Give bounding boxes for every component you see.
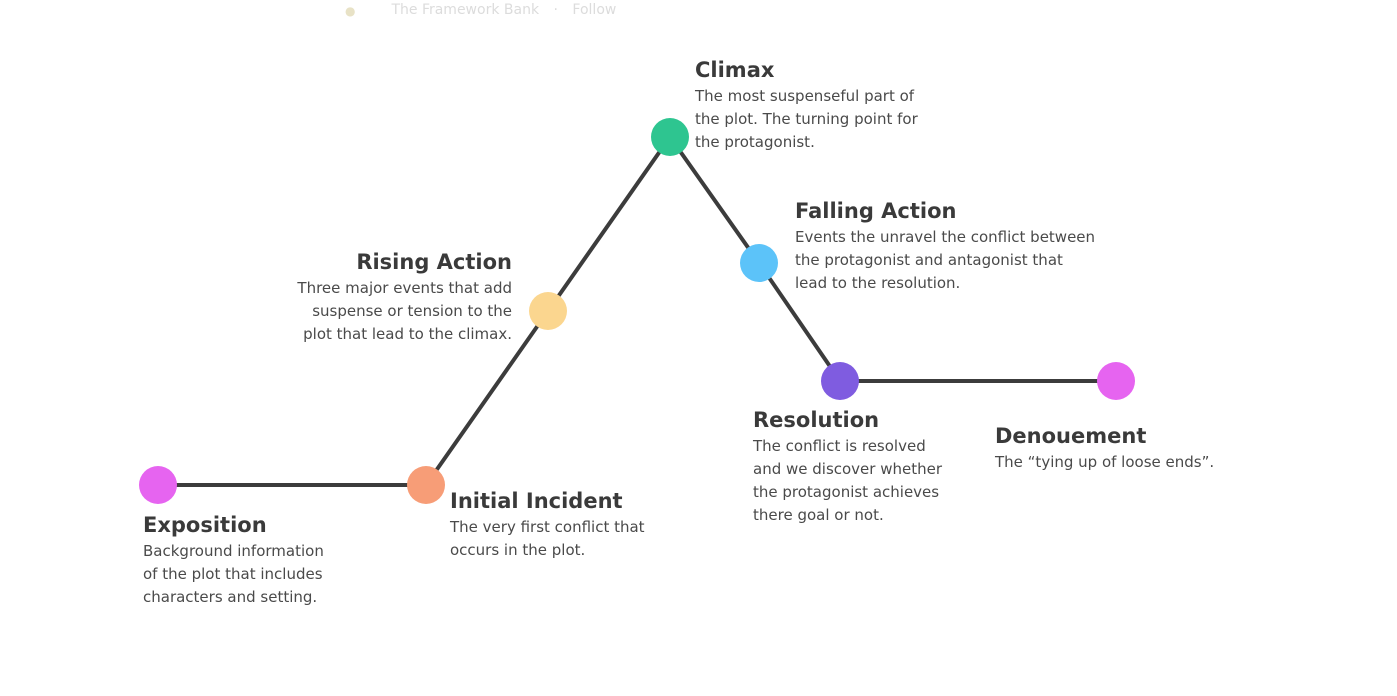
plot-nodes [139, 118, 1135, 504]
description-line: Events the unravel the conflict between [795, 228, 1096, 246]
description-line: the protagonist and antagonist that [795, 251, 1063, 269]
stage-title: Climax [695, 58, 775, 82]
description-line: there goal or not. [753, 506, 884, 524]
stage-denouement: Denouement The “tying up of loose ends”. [995, 423, 1255, 474]
stage-description: Three major events that add suspense or … [262, 277, 512, 346]
brand-name[interactable]: The Framework Bank [391, 2, 540, 18]
stage-description: The most suspenseful part of the plot. T… [695, 85, 955, 154]
stage-falling-action: Falling Action Events the unravel the co… [795, 198, 1135, 295]
node-rising-action [529, 292, 567, 330]
description-line: of the plot that includes [143, 565, 323, 583]
node-resolution [821, 362, 859, 400]
description-line: occurs in the plot. [450, 541, 586, 559]
header-separator: · [553, 2, 558, 18]
stage-title: Falling Action [795, 199, 957, 223]
stage-exposition: Exposition Background information of the… [143, 512, 383, 609]
description-line: the protagonist achieves [753, 483, 940, 501]
stage-title: Resolution [753, 408, 880, 432]
brand-logo-icon: ● [345, 4, 356, 18]
node-denouement [1097, 362, 1135, 400]
stage-title: Rising Action [356, 250, 512, 274]
description-line: and we discover whether [753, 460, 943, 478]
description-line: Background information [143, 542, 324, 560]
description-line: suspense or tension to the [312, 302, 512, 320]
stage-description: Events the unravel the conflict between … [795, 226, 1135, 295]
description-line: The conflict is resolved [753, 437, 926, 455]
stage-title: Exposition [143, 513, 267, 537]
stage-description: The “tying up of loose ends”. [995, 451, 1255, 474]
node-falling-action [740, 244, 778, 282]
description-line: characters and setting. [143, 588, 318, 606]
follow-link[interactable]: Follow [572, 2, 617, 18]
description-line: The “tying up of loose ends”. [995, 453, 1215, 471]
description-line: plot that lead to the climax. [303, 325, 512, 343]
description-line: The most suspenseful part of [695, 87, 915, 105]
node-climax [651, 118, 689, 156]
description-line: Three major events that add [297, 279, 512, 297]
node-initial-incident [407, 466, 445, 504]
description-line: the protagonist. [695, 133, 815, 151]
description-line: The very first conflict that [450, 518, 645, 536]
stage-climax: Climax The most suspenseful part of the … [695, 57, 955, 154]
stage-title: Denouement [995, 424, 1147, 448]
description-line: the plot. The turning point for [695, 110, 918, 128]
stage-rising-action: Rising Action Three major events that ad… [262, 249, 512, 346]
stage-description: The conflict is resolved and we discover… [753, 435, 983, 527]
stage-resolution: Resolution The conflict is resolved and … [753, 407, 983, 527]
stage-title: Initial Incident [450, 489, 623, 513]
description-line: lead to the resolution. [795, 274, 961, 292]
stage-description: The very first conflict that occurs in t… [450, 516, 710, 562]
node-exposition [139, 466, 177, 504]
stage-description: Background information of the plot that … [143, 540, 383, 609]
header-bar: ● The Framework Bank · Follow [345, 2, 616, 18]
stage-initial-incident: Initial Incident The very first conflict… [450, 488, 710, 562]
